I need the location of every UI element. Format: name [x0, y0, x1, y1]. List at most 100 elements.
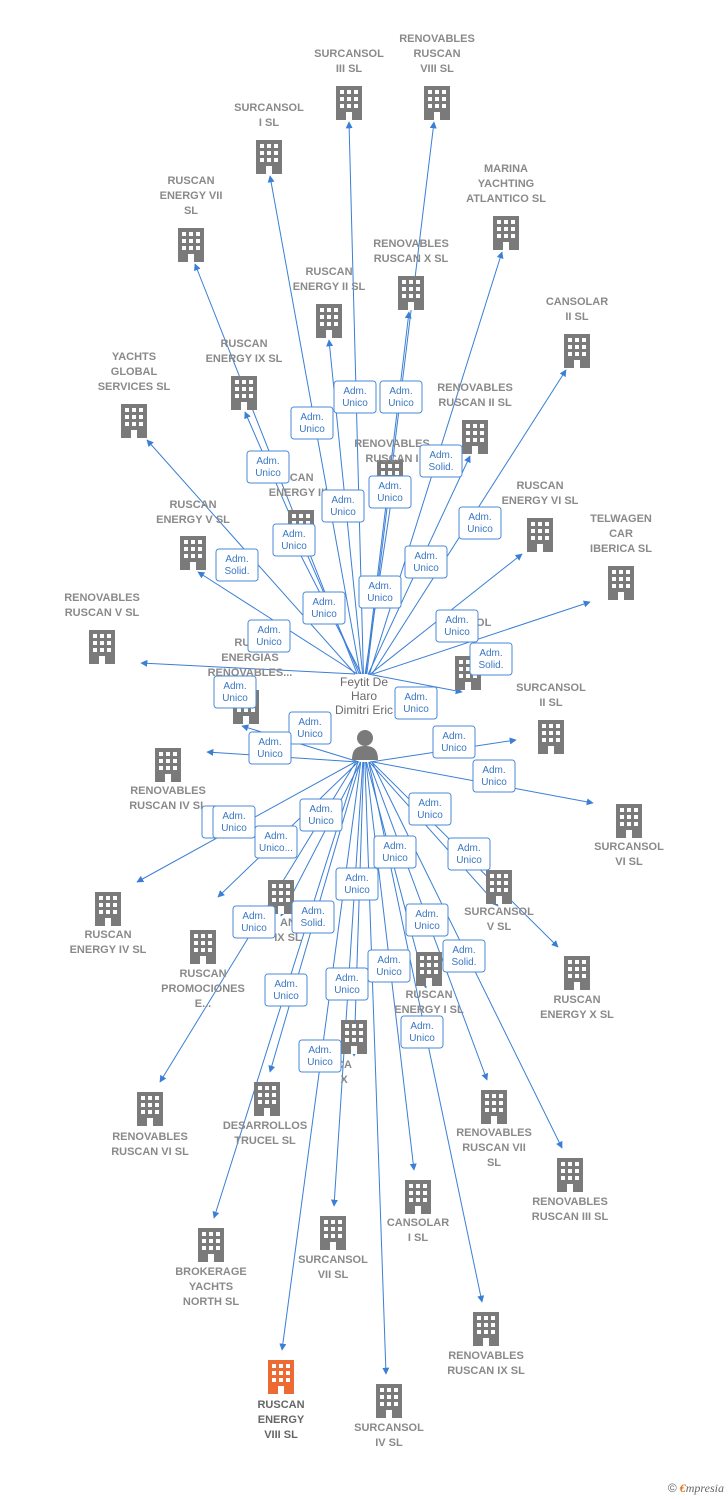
role-badge[interactable]: Adm.Unico	[302, 591, 346, 625]
role-badge[interactable]: Adm.Solid.	[291, 900, 335, 934]
role-badge[interactable]: Adm.Unico	[368, 475, 412, 509]
role-badge[interactable]: Adm.Unico	[264, 973, 308, 1007]
company-label-line: CANSOLAR	[387, 1217, 449, 1229]
company-label-line: RUSCAN	[220, 338, 267, 350]
role-badge[interactable]: Adm.Unico	[379, 380, 423, 414]
role-badge[interactable]: Adm.Unico	[333, 380, 377, 414]
role-badge[interactable]: Adm.Unico	[335, 867, 379, 901]
role-badge-box	[232, 905, 276, 939]
role-badge-text: Unico	[255, 468, 281, 479]
center-person[interactable]: Feytit De Haro Dimitri Eric	[335, 675, 393, 760]
role-badge-text: Adm.	[418, 798, 441, 809]
role-badge[interactable]: Adm.Unico	[472, 759, 516, 793]
role-badge[interactable]: Adm.Unico	[400, 1015, 444, 1049]
role-badge[interactable]: Adm.Unico	[394, 686, 438, 720]
role-badge[interactable]: Adm.Unico	[432, 725, 476, 759]
role-badge[interactable]: Adm.Unico	[321, 489, 365, 523]
role-badge-text: Adm.	[257, 625, 280, 636]
company-ruscan-promociones[interactable]: RUSCANPROMOCIONESE...	[161, 930, 245, 1010]
role-badge[interactable]: Adm.Unico	[408, 792, 452, 826]
role-badge-box	[264, 973, 308, 1007]
role-badge-box	[272, 523, 316, 557]
building-icon	[190, 930, 216, 964]
role-badge[interactable]: Adm.Unico...	[254, 825, 298, 859]
edge-telwagen-car-iberica	[372, 600, 591, 675]
role-badge[interactable]: Adm.Unico	[212, 805, 256, 839]
role-badge[interactable]: Adm.Unico	[247, 619, 291, 653]
role-badge[interactable]: Adm.Unico	[290, 406, 334, 440]
role-badge[interactable]: Adm.Unico	[325, 967, 369, 1001]
role-badge[interactable]: Adm.Unico	[288, 711, 332, 745]
role-badge[interactable]: Adm.Unico	[246, 450, 290, 484]
building-icon	[527, 518, 553, 552]
role-badge[interactable]: Adm.Solid.	[442, 939, 486, 973]
role-badge-text: Adm.	[457, 843, 480, 854]
role-badge-text: Adm.	[482, 765, 505, 776]
role-badge[interactable]: Adm.Unico	[232, 905, 276, 939]
role-badge-box	[394, 686, 438, 720]
role-badge-text: Adm.	[414, 551, 437, 562]
role-badge[interactable]: Adm.Unico	[358, 575, 402, 609]
role-badge[interactable]: Adm.Solid.	[215, 548, 259, 582]
company-label-line: IBERICA SL	[590, 543, 652, 555]
role-badge[interactable]: Adm.Unico	[404, 545, 448, 579]
building-icon	[481, 1090, 507, 1124]
role-badge[interactable]: Adm.Unico	[435, 609, 479, 643]
role-badge-box	[246, 450, 290, 484]
role-badge[interactable]: Adm.Unico	[298, 1039, 342, 1073]
role-badge-text: Unico	[409, 1033, 435, 1044]
role-badge[interactable]: Adm.Unico	[272, 523, 316, 557]
building-icon	[462, 420, 488, 454]
building-icon	[493, 216, 519, 250]
role-badge[interactable]: Adm.Unico	[367, 949, 411, 983]
role-badge[interactable]: Adm.Unico	[213, 675, 257, 709]
role-badge[interactable]: Adm.Unico	[248, 731, 292, 765]
role-badge[interactable]: Adm.Unico	[405, 903, 449, 937]
role-badge[interactable]: Adm.Unico	[447, 837, 491, 871]
role-badge-text: Unico	[388, 398, 414, 409]
role-badge-text: Unico	[377, 493, 403, 504]
role-badge[interactable]: Adm.Unico	[458, 506, 502, 540]
role-badge-text: Adm.	[258, 737, 281, 748]
role-badge[interactable]: Adm.Solid.	[469, 642, 513, 676]
company-label-line: BROKERAGE	[175, 1266, 247, 1278]
company-label-line: VIII SL	[420, 63, 454, 75]
role-badge[interactable]: Adm.Unico	[299, 798, 343, 832]
role-badge[interactable]: Adm.Unico	[373, 835, 417, 869]
role-badge[interactable]: Adm.Solid.	[419, 444, 463, 478]
